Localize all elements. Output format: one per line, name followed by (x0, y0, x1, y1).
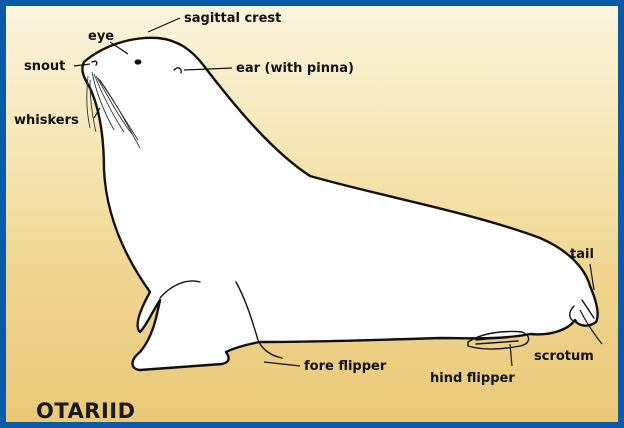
hind-flipper-digit-2 (476, 341, 518, 344)
label-hind-flipper: hind flipper (430, 371, 515, 386)
diagram-title: OTARIID (36, 399, 136, 422)
label-fore-flipper: fore flipper (304, 359, 387, 374)
leader-sagittal-crest (148, 18, 180, 32)
label-sagittal-crest: sagittal crest (184, 11, 281, 26)
label-scrotum: scrotum (534, 349, 594, 364)
label-eye: eye (88, 29, 114, 44)
eye-mark (135, 59, 142, 64)
diagram-panel: sagittal crest eye snout ear (with pinna… (6, 6, 618, 422)
label-ear: ear (with pinna) (236, 61, 354, 76)
label-snout: snout (24, 59, 65, 74)
label-whiskers: whiskers (14, 113, 79, 128)
label-tail: tail (570, 247, 594, 262)
otariid-diagram: sagittal crest eye snout ear (with pinna… (6, 6, 618, 422)
leader-fore-flipper (264, 362, 300, 366)
sea-lion-body (82, 38, 597, 370)
